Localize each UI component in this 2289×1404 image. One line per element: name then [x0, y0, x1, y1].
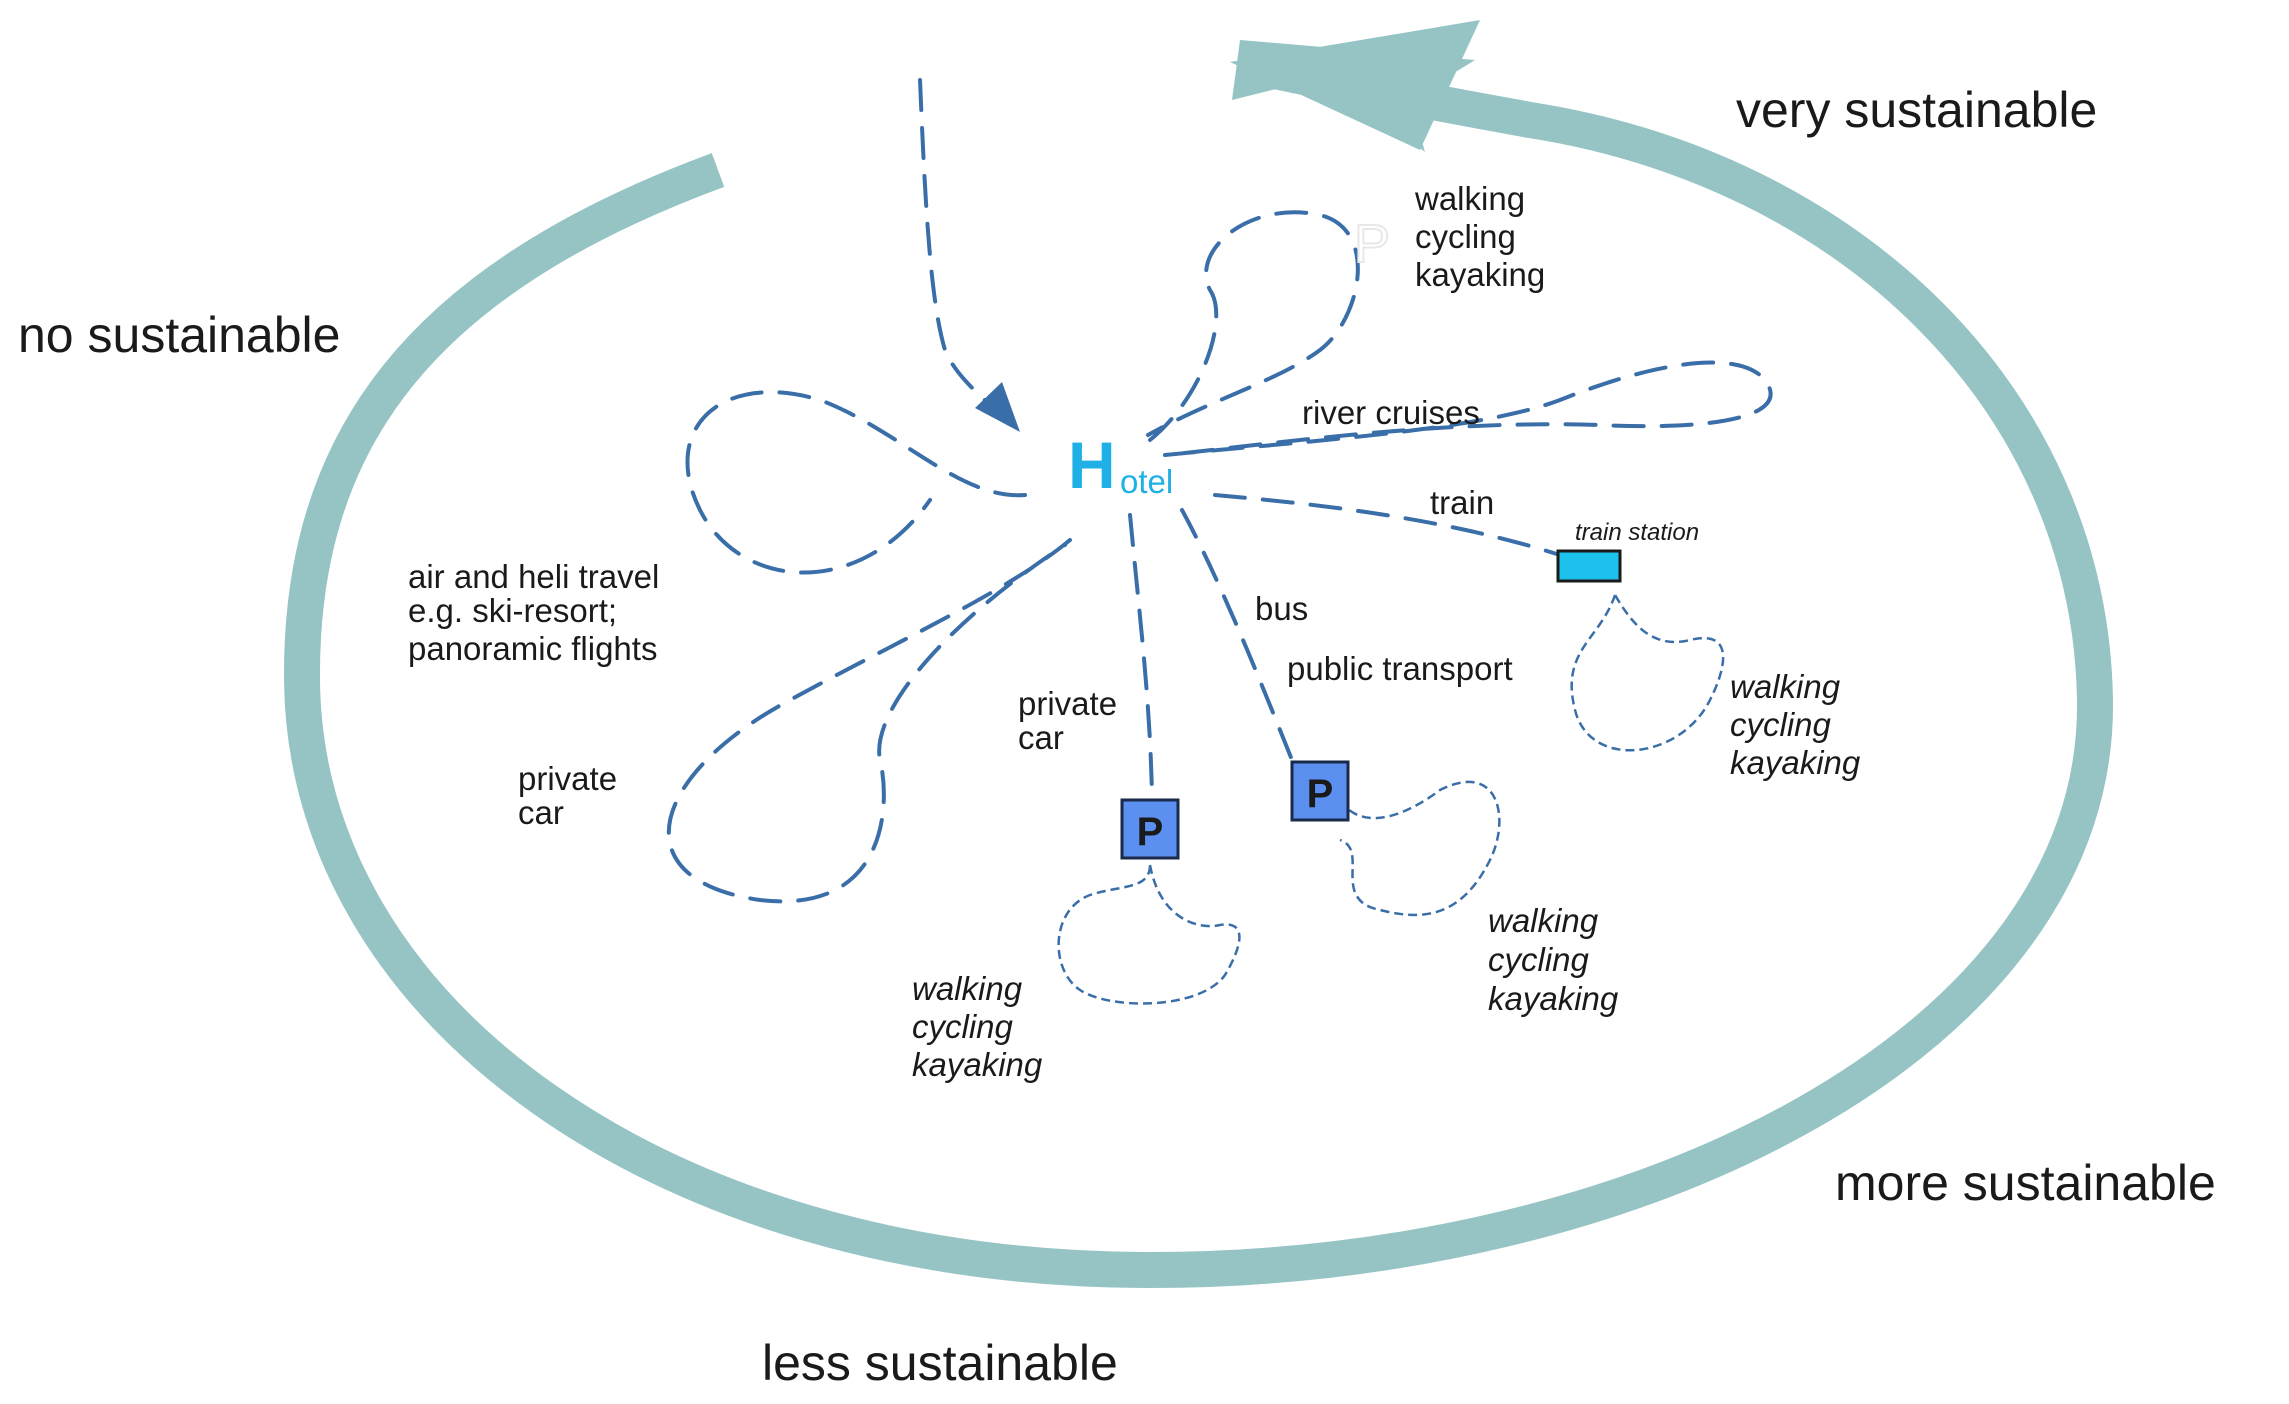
walking-loop-car-parking [1057, 864, 1241, 1005]
activity-top-walking: walking [1414, 180, 1525, 217]
parking-letter: P [1137, 810, 1164, 854]
label-very-sustainable: very sustainable [1736, 82, 2097, 138]
river-cruises-loop [1163, 360, 1773, 457]
walking-loop-top [1146, 210, 1360, 442]
activity-bus-cycling: cycling [1488, 941, 1590, 978]
bus-route [1180, 508, 1294, 762]
label-less-sustainable: less sustainable [762, 1335, 1118, 1391]
label-train: train [1430, 484, 1494, 521]
private-car-loop-a [666, 538, 1072, 904]
activity-bus-walking: walking [1488, 902, 1599, 939]
parking-letter: P [1307, 772, 1334, 816]
label-public-transport: public transport [1287, 650, 1513, 687]
activity-station-cycling: cycling [1730, 706, 1832, 743]
label-private-car-b-line2: car [1018, 719, 1064, 756]
activity-station-kayaking: kayaking [1730, 744, 1861, 781]
arrival-arrowhead-icon [975, 382, 1020, 432]
sustainability-ring-arrowhead-icon [1230, 20, 1480, 150]
activity-top-kayaking: kayaking [1415, 256, 1545, 293]
activity-station-walking: walking [1730, 668, 1841, 705]
sustainability-ring [283, 52, 2114, 1289]
activity-car-kayaking: kayaking [912, 1046, 1043, 1083]
train-station-icon [1556, 549, 1622, 583]
activity-car-cycling: cycling [912, 1008, 1014, 1045]
label-bus: bus [1255, 590, 1308, 627]
hotel-initial: H [1068, 428, 1116, 502]
arrival-route [918, 78, 997, 412]
label-river-cruises: river cruises [1302, 394, 1480, 431]
label-private-car-a-line1: private [518, 760, 617, 797]
activity-bus-kayaking: kayaking [1488, 980, 1619, 1017]
air-heli-loop [685, 390, 1027, 575]
parking-ghost-icon: P [1354, 214, 1390, 274]
private-car-route-b [1128, 513, 1154, 797]
label-more-sustainable: more sustainable [1835, 1155, 2216, 1211]
train-route [1213, 493, 1562, 557]
parking-icon: P [1290, 760, 1350, 822]
hotel-rest: otel [1120, 463, 1173, 500]
label-private-car-b-line1: private [1018, 685, 1117, 722]
label-air-line3: panoramic flights [408, 630, 657, 667]
label-private-car-a-line2: car [518, 794, 564, 831]
label-train-station: train station [1575, 519, 1699, 546]
label-air-line2: e.g. ski-resort; [408, 592, 617, 629]
walking-loop-station [1570, 594, 1725, 752]
walking-loop-bus-parking [1338, 780, 1501, 917]
activity-car-walking: walking [912, 970, 1023, 1007]
activity-top-cycling: cycling [1415, 218, 1516, 255]
label-air-line1: air and heli travel [408, 558, 659, 595]
label-no-sustainable: no sustainable [18, 307, 340, 363]
parking-icon: P [1120, 798, 1180, 860]
